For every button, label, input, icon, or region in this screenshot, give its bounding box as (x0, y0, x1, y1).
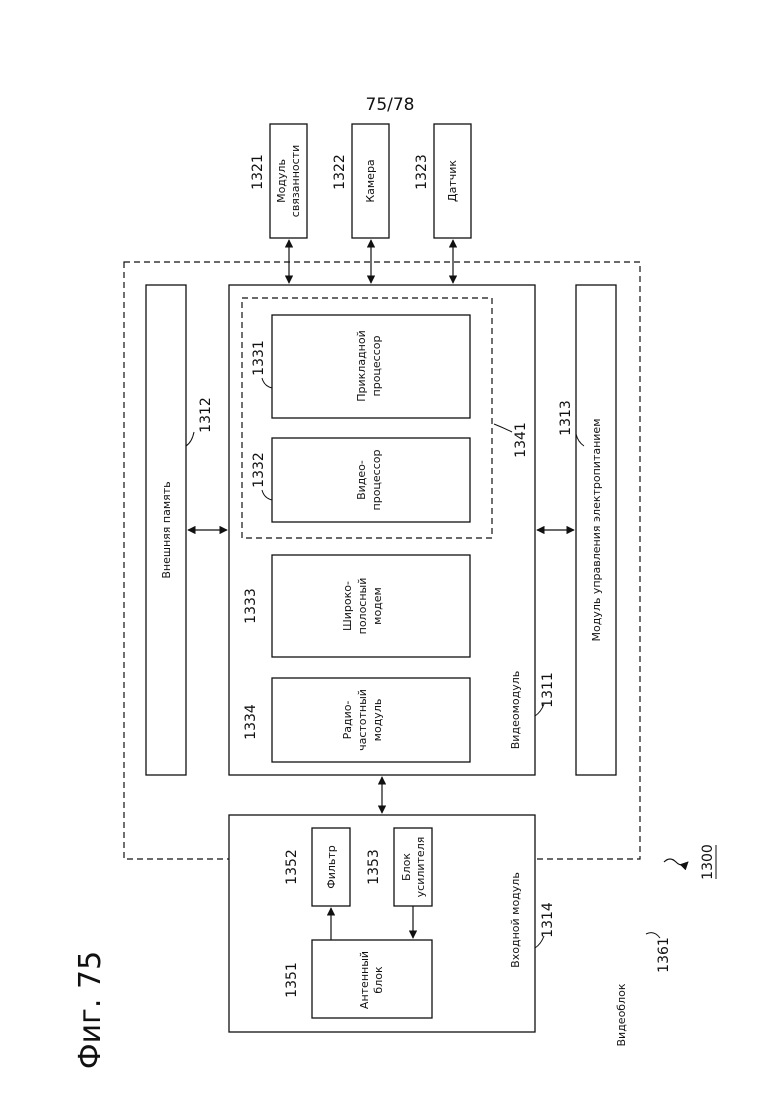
broadband-modem-line3: модем (371, 587, 384, 625)
video-unit-label: Видеоблок (615, 983, 628, 1046)
filter-ref: 1352 (284, 849, 300, 885)
video-module-label: Видеомодуль (509, 671, 522, 749)
rf-module-line2: частотный (356, 689, 369, 751)
figure-title: Фиг. 75 (73, 951, 108, 1069)
app-processor-line1: Прикладной (355, 330, 368, 402)
sensor-label: Датчик (446, 160, 459, 202)
antenna-block-line2: блок (372, 966, 385, 994)
app-processor-line2: процессор (370, 335, 383, 396)
rf-module-line1: Радио- (341, 701, 354, 740)
processor-group-ref: 1341 (513, 422, 529, 458)
external-memory-ref-leader (186, 432, 194, 446)
broadband-modem-line1: Широко- (341, 581, 354, 631)
antenna-block-ref: 1351 (284, 962, 300, 998)
sensor-ref: 1323 (414, 154, 430, 190)
camera-ref: 1322 (332, 154, 348, 190)
amplifier-line1: Блок (400, 853, 413, 881)
external-memory-label: Внешняя память (160, 481, 173, 578)
amplifier-line2: усилителя (414, 837, 427, 898)
video-processor-line2: процессор (370, 449, 383, 510)
video-processor-line1: Видео- (355, 460, 368, 500)
rf-module-line3: модуль (371, 699, 384, 742)
amplifier-ref: 1353 (366, 849, 382, 885)
video-unit-ref: 1361 (656, 937, 672, 973)
video-processor-ref: 1332 (251, 452, 267, 488)
broadband-modem-line2: полосный (356, 578, 369, 635)
app-processor-ref: 1331 (251, 340, 267, 376)
broadband-modem-ref: 1333 (243, 588, 259, 624)
camera-label: Камера (364, 159, 377, 202)
antenna-block-line1: Антенный (358, 951, 371, 1009)
system-ref: 1300 (700, 844, 716, 880)
connectivity-module-line1: Модуль (275, 159, 288, 203)
frontend-module-label: Входной модуль (509, 872, 522, 968)
power-module-ref: 1313 (558, 400, 574, 436)
page-number: 75/78 (366, 95, 415, 115)
frontend-module-ref: 1314 (540, 902, 556, 938)
connectivity-module-ref: 1321 (250, 154, 266, 190)
rf-module-ref: 1334 (243, 704, 259, 740)
connectivity-module-line2: связанности (289, 145, 302, 217)
video-module-ref: 1311 (540, 672, 556, 708)
power-module-label: Модуль управления электропитанием (590, 418, 603, 641)
system-ref-squiggle (664, 859, 688, 865)
filter-label: Фильтр (325, 845, 338, 889)
external-memory-ref: 1312 (198, 397, 214, 433)
